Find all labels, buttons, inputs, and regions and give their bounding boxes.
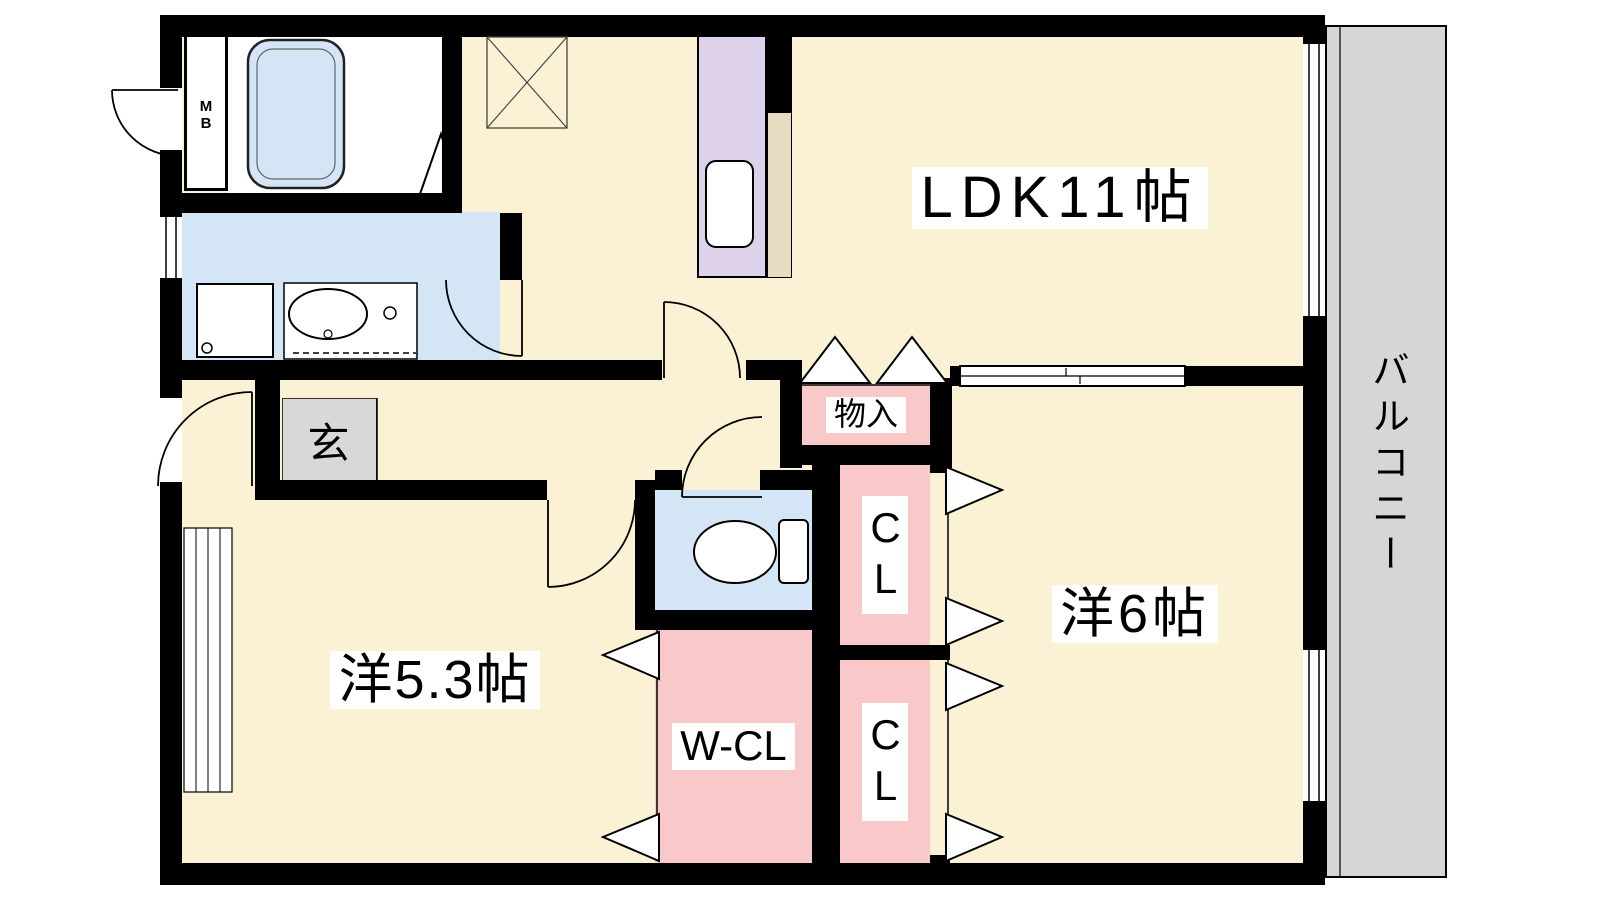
storage-label: 物入 bbox=[802, 385, 930, 445]
washroom-door-arc bbox=[445, 279, 523, 357]
wall-closet-stub-top bbox=[930, 465, 950, 473]
wall-wcl-right bbox=[812, 465, 840, 863]
basin-drain bbox=[323, 329, 333, 339]
wall-left-c bbox=[160, 280, 182, 398]
wall-kitchen-stub bbox=[767, 15, 792, 112]
storage-label-text: 物入 bbox=[825, 397, 906, 433]
meter-box-label: MB bbox=[184, 80, 228, 150]
window-room53-left bbox=[183, 527, 233, 793]
kitchen-sink bbox=[705, 160, 754, 248]
wcl-folding-door-2 bbox=[600, 812, 660, 863]
meter-box-door-arc bbox=[111, 89, 179, 157]
wall-hall-ldk bbox=[746, 360, 802, 380]
western-room-53-label: 洋5.3帖 bbox=[270, 638, 600, 722]
wall-bottom bbox=[160, 863, 1325, 885]
wall-right-a bbox=[1303, 15, 1325, 42]
balcony-label-text: バルコニー bbox=[1365, 350, 1408, 580]
walk-in-closet-label: W-CL bbox=[655, 630, 812, 863]
hatch-diagonal-2 bbox=[486, 36, 568, 129]
kitchen-counter-side bbox=[767, 112, 792, 278]
meter-box bbox=[184, 33, 228, 191]
wall-left-b bbox=[160, 150, 182, 215]
balcony-label: バルコニー bbox=[1352, 315, 1422, 615]
meter-box-label-text: MB bbox=[197, 98, 215, 132]
toilet-bowl bbox=[693, 520, 777, 584]
wall-washroom-bottom bbox=[182, 360, 662, 380]
closet-upper-label: CL bbox=[840, 465, 930, 645]
wall-room53-top bbox=[255, 480, 547, 500]
ldk-door-arc bbox=[663, 301, 741, 379]
entrance-door-arc bbox=[157, 391, 253, 487]
wall-entrance-stub bbox=[255, 378, 280, 500]
wall-closet-divider bbox=[840, 645, 950, 660]
wall-closet-stub-bottom bbox=[930, 855, 950, 863]
entrance-label: 玄 bbox=[282, 398, 375, 482]
closet-upper-folding-door-1 bbox=[945, 465, 1005, 516]
wall-left-a bbox=[160, 15, 182, 88]
balcony-area bbox=[1325, 25, 1447, 878]
wall-toilet-top-a bbox=[655, 470, 682, 490]
bath-folding-door bbox=[419, 130, 460, 195]
window-washroom-left bbox=[160, 215, 182, 280]
closet-upper-label-text: CL bbox=[861, 496, 909, 614]
closet-lower-folding-door-2 bbox=[945, 812, 1005, 863]
sliding-door-ldk-room6 bbox=[959, 365, 1186, 387]
storage-folding-door-2 bbox=[874, 335, 950, 384]
wall-toilet-bottom bbox=[655, 610, 812, 630]
wash-basin bbox=[288, 288, 368, 340]
closet-lower-label-text: CL bbox=[861, 702, 909, 821]
bathtub-inner-line bbox=[256, 48, 336, 180]
wall-washroom-right bbox=[500, 213, 522, 280]
closet-lower-folding-door-1 bbox=[945, 661, 1005, 712]
toilet-tank bbox=[778, 519, 809, 584]
entrance-step-area bbox=[282, 398, 377, 484]
western-room-53-label-text: 洋5.3帖 bbox=[330, 650, 540, 710]
room53-door-arc bbox=[547, 499, 636, 588]
entrance-label-text: 玄 bbox=[307, 419, 350, 467]
window-ldk-right bbox=[1303, 42, 1325, 318]
wall-bathroom-bottom bbox=[182, 193, 462, 213]
wall-room53-right bbox=[635, 480, 655, 630]
wall-toilet-top-b bbox=[760, 470, 812, 490]
wall-right-c bbox=[1303, 803, 1325, 863]
wall-right-b bbox=[1303, 318, 1325, 648]
washer-drain bbox=[201, 342, 213, 354]
closet-lower-label: CL bbox=[840, 660, 930, 863]
window-room6-right bbox=[1303, 648, 1325, 803]
storage-folding-door-1 bbox=[797, 335, 873, 384]
wall-left-d bbox=[160, 482, 182, 863]
wcl-folding-door-1 bbox=[600, 630, 660, 681]
bathtub bbox=[246, 38, 346, 190]
closet-upper-folding-door-2 bbox=[945, 596, 1005, 647]
wall-room6-top-b bbox=[1185, 366, 1303, 386]
western-room-6-label: 洋6帖 bbox=[985, 572, 1285, 656]
ldk-label-text: LDK11帖 bbox=[912, 166, 1208, 230]
toilet-door-arc bbox=[681, 416, 763, 498]
wall-storage-bottom bbox=[780, 445, 950, 465]
western-room-6-label-text: 洋6帖 bbox=[1051, 584, 1219, 644]
basin-faucet bbox=[383, 306, 397, 320]
walk-in-closet-label-text: W-CL bbox=[672, 723, 795, 770]
ldk-label: LDK11帖 bbox=[870, 156, 1250, 240]
wall-bathroom-right bbox=[442, 15, 462, 213]
